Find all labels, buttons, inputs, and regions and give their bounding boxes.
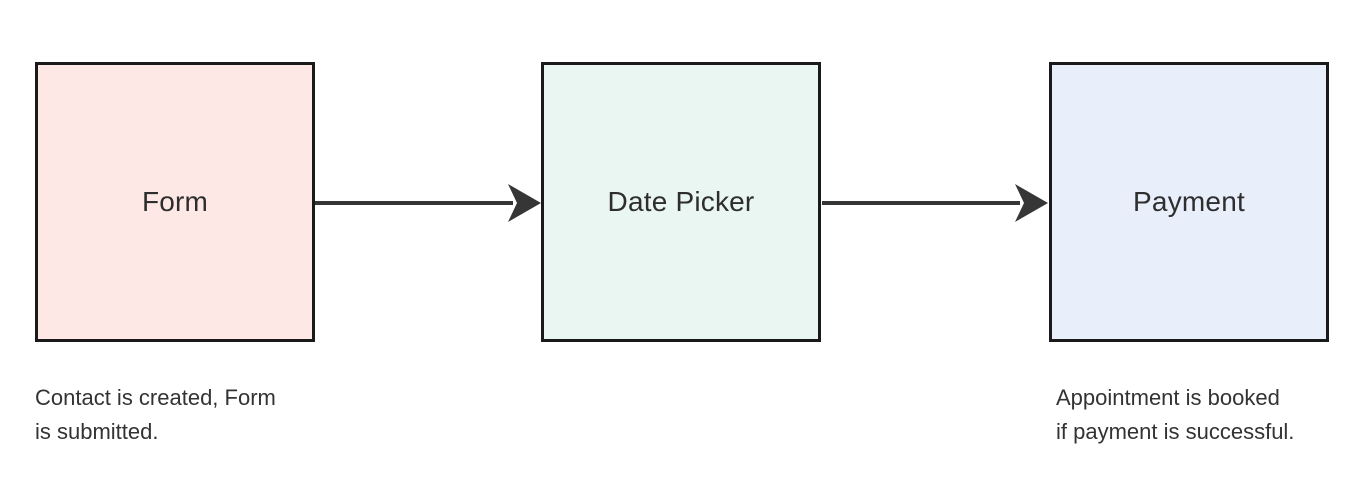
arrow-right-icon xyxy=(315,184,541,222)
node-form: Form xyxy=(35,62,315,342)
caption-payment-line-2: if payment is successful. xyxy=(1056,419,1295,444)
node-date-picker-label: Date Picker xyxy=(607,186,755,217)
node-payment-label: Payment xyxy=(1133,186,1245,217)
caption-payment-line-1: Appointment is booked xyxy=(1056,385,1280,410)
node-form-label: Form xyxy=(141,186,209,217)
caption-form-line-1: Contact is created, Form xyxy=(35,385,276,410)
caption-form-line-2: is submitted. xyxy=(35,419,159,444)
caption-form: Contact is created, Form is submitted. xyxy=(35,381,276,449)
caption-payment: Appointment is booked if payment is succ… xyxy=(1056,381,1294,449)
node-payment: Payment xyxy=(1049,62,1329,342)
arrow-right-icon xyxy=(822,184,1048,222)
node-date-picker: Date Picker xyxy=(541,62,821,342)
